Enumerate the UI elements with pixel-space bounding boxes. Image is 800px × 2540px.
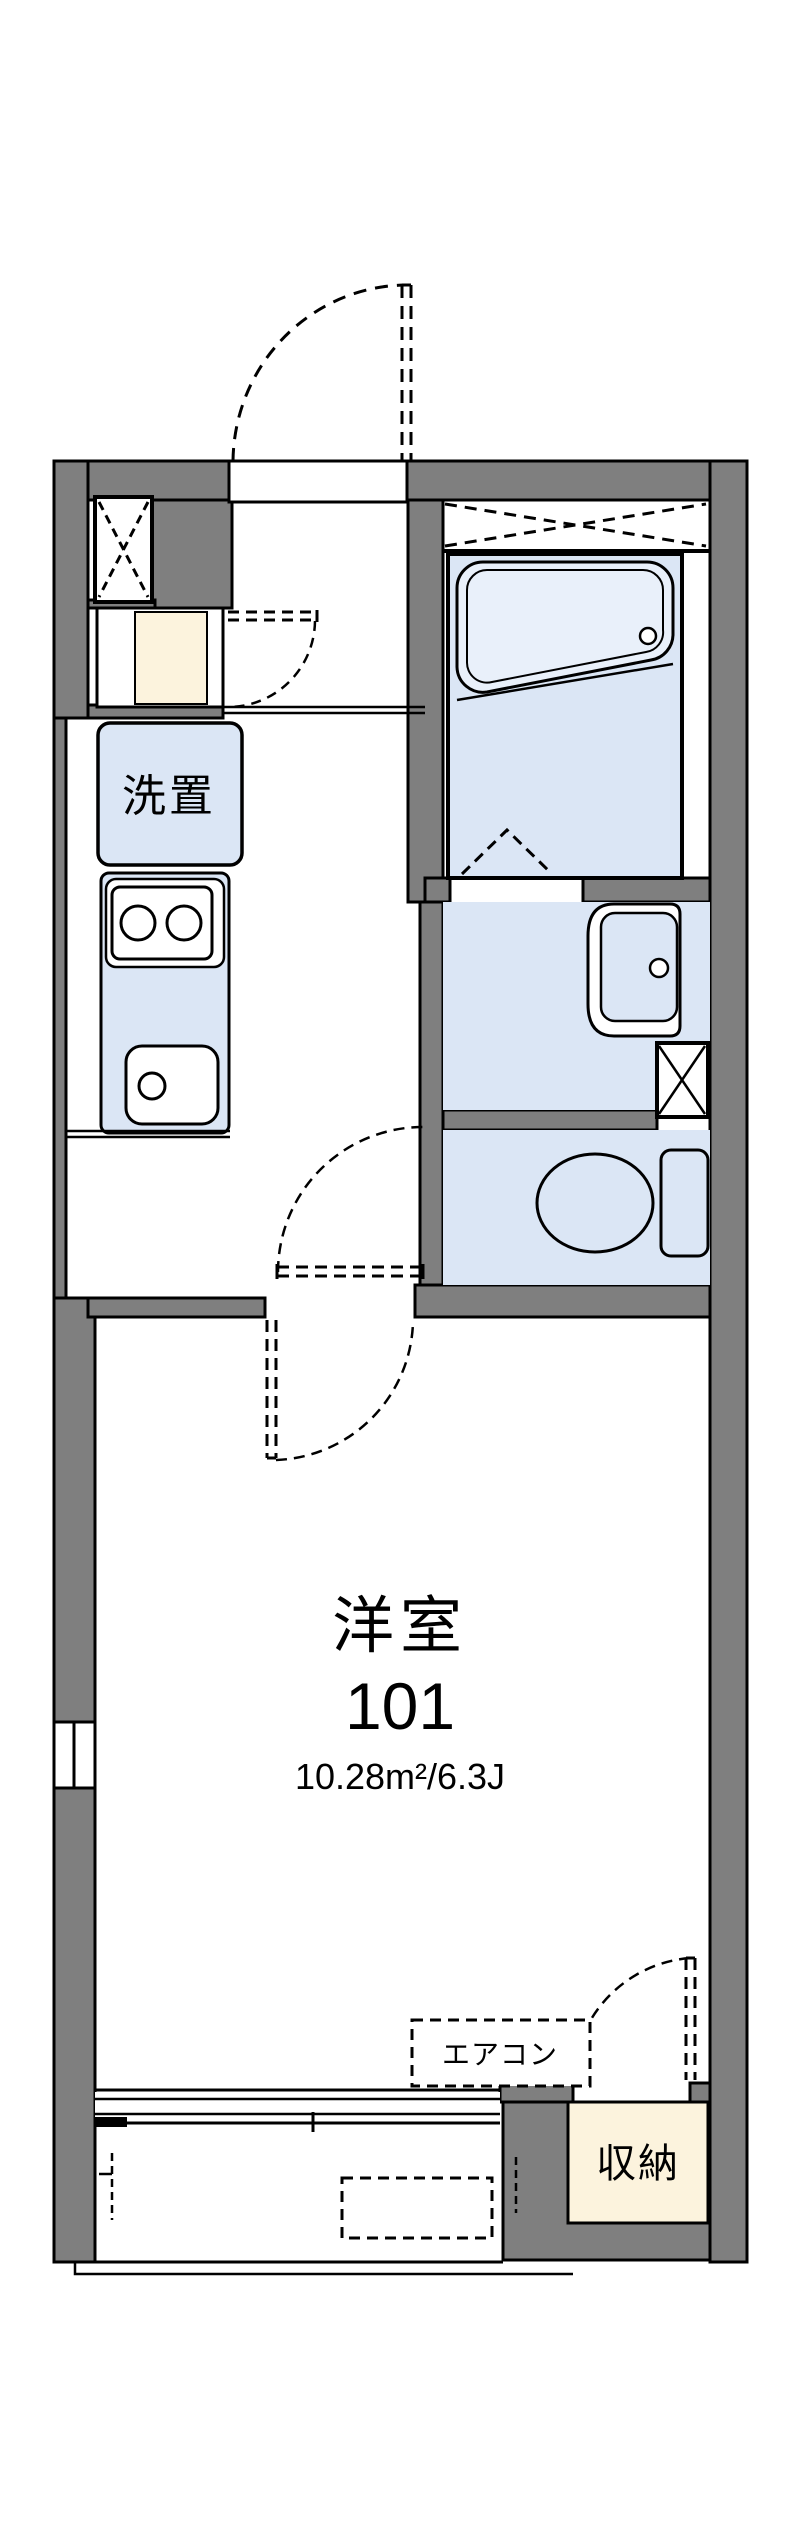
wall-storage-opening-stub [688, 2081, 712, 2104]
wall-left-upper [52, 459, 90, 720]
bath-hatch-line-2 [444, 502, 707, 548]
wall-left-kitchen [52, 716, 68, 1300]
room-number-label: 101 [344, 1669, 456, 1743]
entrance-opening [227, 459, 409, 504]
washbasin-drain [648, 957, 670, 979]
wall-top-right [405, 459, 749, 502]
wall-roomdoor-left [86, 1296, 267, 1319]
bathtub [455, 560, 675, 694]
balcony [73, 2153, 573, 2276]
room-area-label: 10.28m²/6.3J [294, 1756, 506, 1797]
toilet-room [443, 1130, 710, 1285]
entry-closet [93, 495, 154, 604]
toilet-tank [659, 1148, 710, 1258]
left-wall-window [52, 1720, 97, 1790]
balcony-window [95, 2088, 500, 2132]
room-door [265, 1320, 415, 1462]
bath-folding-door [460, 827, 554, 876]
aircon-label: エアコン [441, 2039, 559, 2070]
kitchen-door-swing-arc [227, 620, 317, 709]
aircon-box [410, 2018, 592, 2088]
wall-washroom-toilet [441, 1108, 659, 1132]
wall-toilet-bottom [413, 1283, 712, 1319]
kitchen-door [227, 610, 319, 709]
kitchen-sink [124, 1044, 220, 1126]
washroom-door-swing-arc [276, 1125, 424, 1273]
wall-bathdoor-right-stub [581, 876, 712, 904]
laundry-space-box [96, 721, 244, 867]
entrance-step-line [223, 705, 425, 715]
washroom [443, 902, 710, 1119]
laundry-label: 洗置 [122, 772, 216, 821]
room-name-label: 洋室 [331, 1592, 469, 1661]
wall-bathdoor-left-stub [423, 876, 452, 904]
burner-right [165, 904, 203, 942]
bathroom [443, 502, 710, 880]
pipe-shaft [655, 1041, 710, 1119]
bathtub-drain [638, 626, 658, 646]
washroom-door [275, 1125, 425, 1279]
storage-box [566, 2100, 710, 2225]
kitchen [66, 871, 231, 1139]
wall-entrance-jamb [150, 498, 234, 610]
storage-label: 収納 [596, 2142, 680, 2186]
wall-hall-bath [406, 498, 445, 904]
entrance-door-swing-arc [231, 283, 406, 462]
balcony-outer-rim [73, 2262, 573, 2276]
wall-right [708, 459, 749, 2264]
sink-faucet [137, 1071, 167, 1101]
room-door-swing-arc [275, 1321, 415, 1462]
burner-left [119, 904, 157, 942]
entrance-door [231, 283, 413, 462]
bath-hatch-line-1 [444, 502, 707, 548]
wall-hall-washroom [418, 900, 445, 1300]
toilet-bowl [535, 1152, 655, 1254]
shoe-cabinet [95, 606, 225, 709]
window-end-cap [95, 2117, 127, 2127]
balcony-dashed-area [340, 2176, 494, 2240]
